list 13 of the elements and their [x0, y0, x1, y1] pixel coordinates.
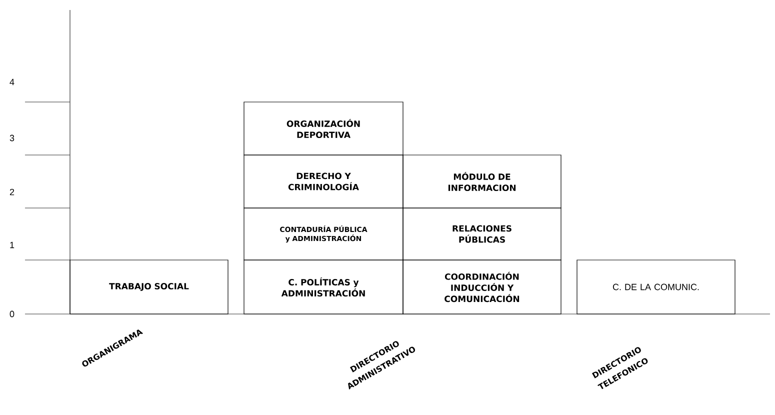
tick-label: 4	[10, 78, 14, 86]
tick-label: 2	[10, 188, 14, 196]
category-box: COORDINACIÓN INDUCCIÓN Y COMUNICACIÓN	[402, 260, 562, 314]
category-box: C. POLÍTICAS y ADMINISTRACIÓN	[244, 260, 404, 314]
tick-label: 3	[10, 134, 14, 142]
category-box: DERECHO Y CRIMINOLOGÍA	[244, 154, 404, 208]
category-box: MÓDULO DE INFORMACION	[402, 154, 562, 208]
category-box: ORGANIZACIÓN DEPORTIVA	[244, 102, 404, 156]
tick-label: 0	[10, 310, 14, 318]
category-box: RELACIONES PÚBLICAS	[402, 208, 562, 260]
category-box: C. DE LA COMUNIC.	[576, 260, 736, 314]
category-box: TRABAJO SOCIAL	[70, 260, 228, 314]
tick-label: 1	[10, 242, 14, 248]
